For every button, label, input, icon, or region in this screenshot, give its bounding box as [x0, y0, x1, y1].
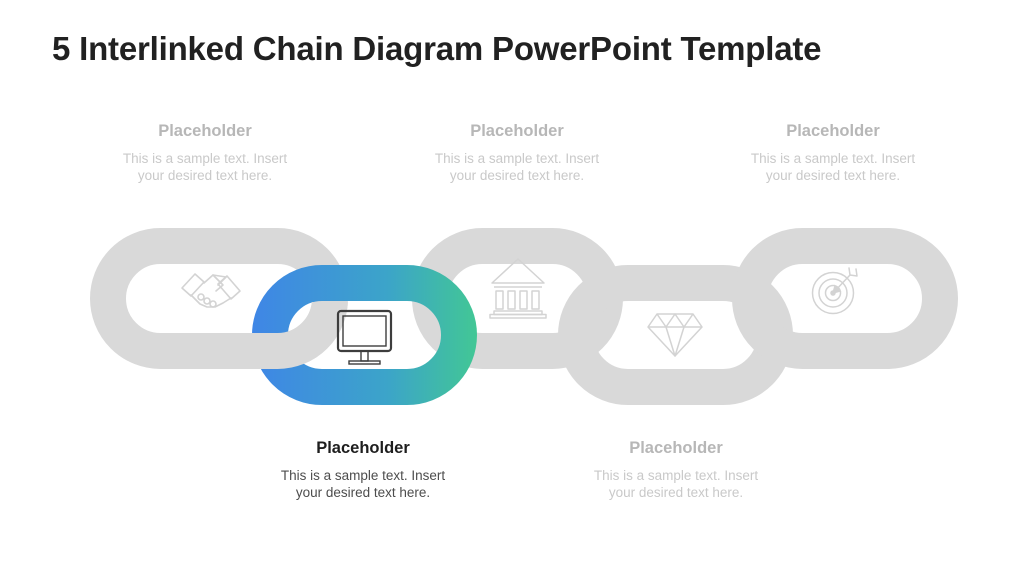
- bank-icon: [489, 258, 547, 319]
- placeholder-body: This is a sample text. Insert your desir…: [750, 151, 916, 183]
- target-icon: [811, 267, 858, 315]
- placeholder-title: Placeholder: [629, 439, 723, 457]
- placeholder-title: Placeholder: [470, 122, 564, 140]
- placeholder-body: This is a sample text. Insert your desir…: [593, 468, 759, 500]
- placeholder-top-3[interactable]: Placeholder This is a sample text. Inser…: [711, 121, 955, 184]
- placeholder-title: Placeholder: [316, 439, 410, 457]
- diamond-icon: [647, 313, 703, 357]
- placeholder-bottom-2[interactable]: Placeholder This is a sample text. Inser…: [554, 438, 798, 501]
- placeholder-body: This is a sample text. Insert your desir…: [434, 151, 600, 183]
- page-title[interactable]: 5 Interlinked Chain Diagram PowerPoint T…: [52, 30, 822, 67]
- chain-link-5[interactable]: [732, 228, 958, 369]
- placeholder-title: Placeholder: [158, 122, 252, 140]
- placeholder-title: Placeholder: [786, 122, 880, 140]
- placeholder-top-1[interactable]: Placeholder This is a sample text. Inser…: [83, 121, 327, 184]
- placeholder-top-2[interactable]: Placeholder This is a sample text. Inser…: [395, 121, 639, 184]
- placeholder-body: This is a sample text. Insert your desir…: [122, 151, 288, 183]
- handshake-icon: [181, 273, 241, 308]
- placeholder-bottom-1[interactable]: Placeholder This is a sample text. Inser…: [241, 438, 485, 501]
- monitor-icon: [336, 309, 393, 365]
- placeholder-body: This is a sample text. Insert your desir…: [280, 468, 446, 500]
